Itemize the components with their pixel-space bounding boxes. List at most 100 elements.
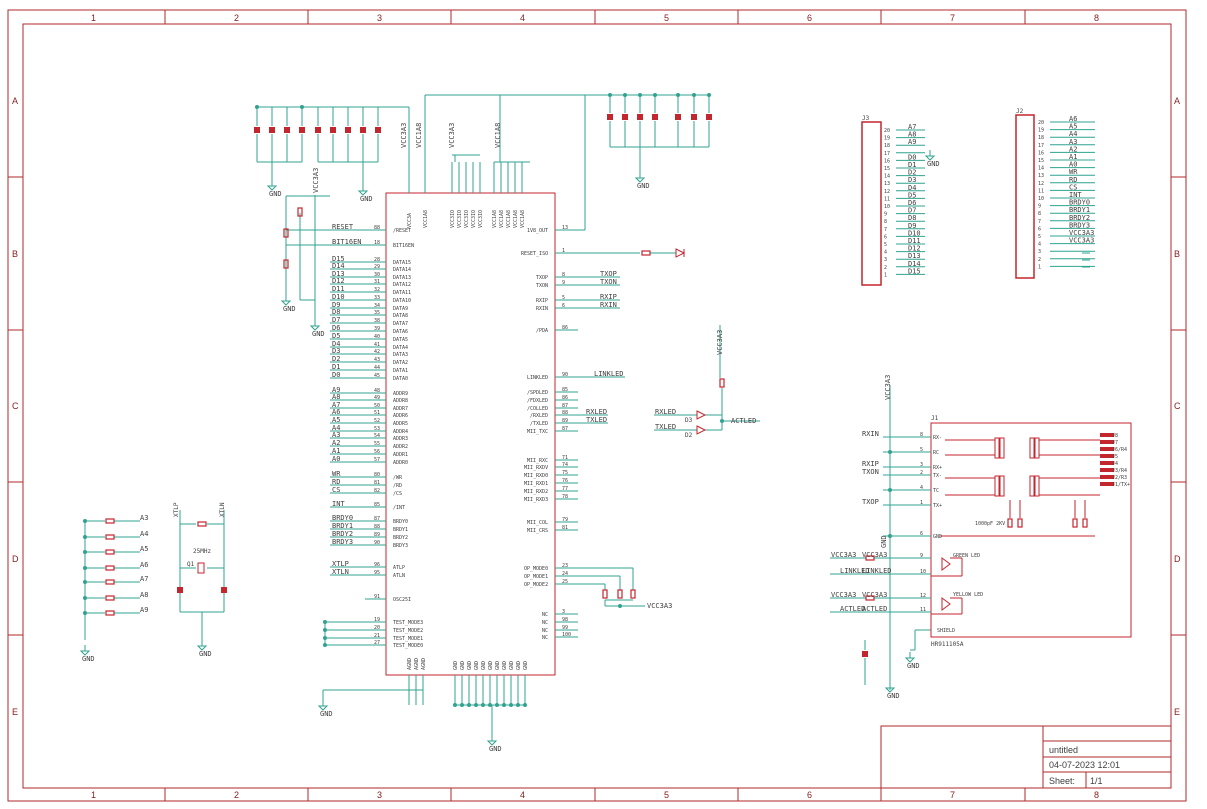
row-label: A [12, 96, 18, 106]
pin-name: DATA15 [393, 260, 411, 266]
junction-dot [323, 620, 327, 624]
pin-number: 2 [920, 470, 923, 476]
net-label: D10 [332, 293, 345, 301]
pin-number: 49 [374, 395, 380, 401]
transformer [994, 475, 1000, 497]
pin-name: BIT16EN [393, 243, 414, 249]
net-label: VCC3A3 [1069, 237, 1094, 245]
pin-name: DATA1 [393, 368, 408, 374]
junction-dot [83, 535, 87, 539]
crystal-symbol [197, 562, 205, 574]
title-block: untitled 04-07-2023 12:01 Sheet: 1/1 [880, 725, 1172, 789]
pin-name: MII_COL [527, 520, 548, 526]
transformer [999, 475, 1005, 497]
net-label: RXIN [600, 301, 617, 309]
col-label: 8 [1094, 790, 1099, 800]
capacitor [221, 587, 227, 593]
pin-number: 87 [562, 426, 568, 432]
pin-number: 13 [884, 181, 890, 187]
date-text: 04-07-2023 12:01 [1049, 760, 1120, 770]
pin-name: NC [542, 635, 548, 641]
pin-name: OP_MODE2 [524, 582, 548, 588]
net-label: RXIP [862, 460, 879, 468]
pin-number: 25 [562, 579, 568, 585]
resistor [105, 534, 115, 540]
pin-number: 54 [374, 433, 380, 439]
resistor [865, 595, 875, 601]
capacitor [375, 127, 381, 133]
pin-name: VCC3IO [464, 210, 470, 228]
pin-name: J7 [1112, 440, 1118, 446]
pin-number: 81 [562, 525, 568, 531]
net-label: D11 [332, 285, 345, 293]
pin-name: VCC3A [407, 213, 413, 228]
pin-number: 9 [920, 553, 923, 559]
pin-number: 5 [562, 295, 565, 301]
net-label: D2 [908, 169, 916, 177]
pin-name: ATLN [393, 573, 405, 579]
net-label: LINKLED [862, 567, 892, 575]
pin-number: 95 [374, 570, 380, 576]
resistor [283, 259, 289, 269]
resistor [602, 589, 608, 599]
pin-name: ADDR9 [393, 391, 408, 397]
net-label: D2 [332, 355, 340, 363]
net-label: D8 [908, 214, 916, 222]
pin-number: 8 [562, 272, 565, 278]
net-label: A6 [1069, 115, 1077, 123]
junction-dot [83, 566, 87, 570]
net-label: A3 [332, 431, 340, 439]
pin-number: 12 [1038, 181, 1044, 187]
pin-name: GND [495, 661, 501, 670]
net-label: BRDY3 [1069, 221, 1090, 229]
net-label: D4 [332, 340, 340, 348]
junction-dot [323, 643, 327, 647]
net-label: RXIN [862, 430, 879, 438]
junction-dot [323, 636, 327, 640]
pin-name: TEST_MODE3 [393, 620, 423, 626]
junction-dot [653, 93, 657, 97]
vcc-label: VCC3A3 [884, 375, 892, 400]
pin-number: 12 [920, 593, 926, 599]
col-label: 2 [234, 13, 239, 23]
parts [79, 93, 1088, 746]
net-label: D15 [908, 267, 921, 275]
pin-name: ADDR3 [393, 436, 408, 442]
pin-number: 33 [374, 295, 380, 301]
pin-number: 77 [562, 486, 568, 492]
sheet-label: Sheet: [1049, 776, 1075, 786]
resistor [1072, 518, 1078, 528]
resistor [105, 610, 115, 616]
col-label: 2 [234, 790, 239, 800]
pin-number: 27 [374, 640, 380, 646]
junction-dot [255, 105, 259, 109]
gnd-symbol [317, 705, 329, 711]
pin-name: J5 [1112, 454, 1118, 460]
pin-number: 87 [374, 516, 380, 522]
pin-name: DATA7 [393, 321, 408, 327]
pin-name: NC [542, 612, 548, 618]
crystal-xtlp: XTLP [173, 502, 180, 517]
gnd-label: GND [269, 190, 282, 198]
net-label: TXOP [600, 270, 617, 278]
transformer [1034, 437, 1040, 459]
gnd-symbol [79, 650, 91, 656]
capacitor [315, 127, 321, 133]
net-label: A7 [332, 401, 340, 409]
pin-number: 11 [884, 196, 890, 202]
pin-name: TXON [536, 283, 548, 289]
rj45-contact [1100, 433, 1114, 437]
pin-name: DATA6 [393, 329, 408, 335]
gnd-symbol [884, 687, 896, 693]
transformer [999, 437, 1005, 459]
pin-number: 35 [374, 310, 380, 316]
pin-name: NC [542, 620, 548, 626]
pin-number: 13 [1038, 173, 1044, 179]
pin-name: /INT [393, 505, 405, 511]
net-label: VCC3A3 [862, 591, 887, 599]
resistor [1082, 518, 1088, 528]
net-label: ACTLED [731, 417, 756, 425]
gnd-symbol [280, 300, 292, 306]
gnd-label: GND [360, 195, 373, 203]
